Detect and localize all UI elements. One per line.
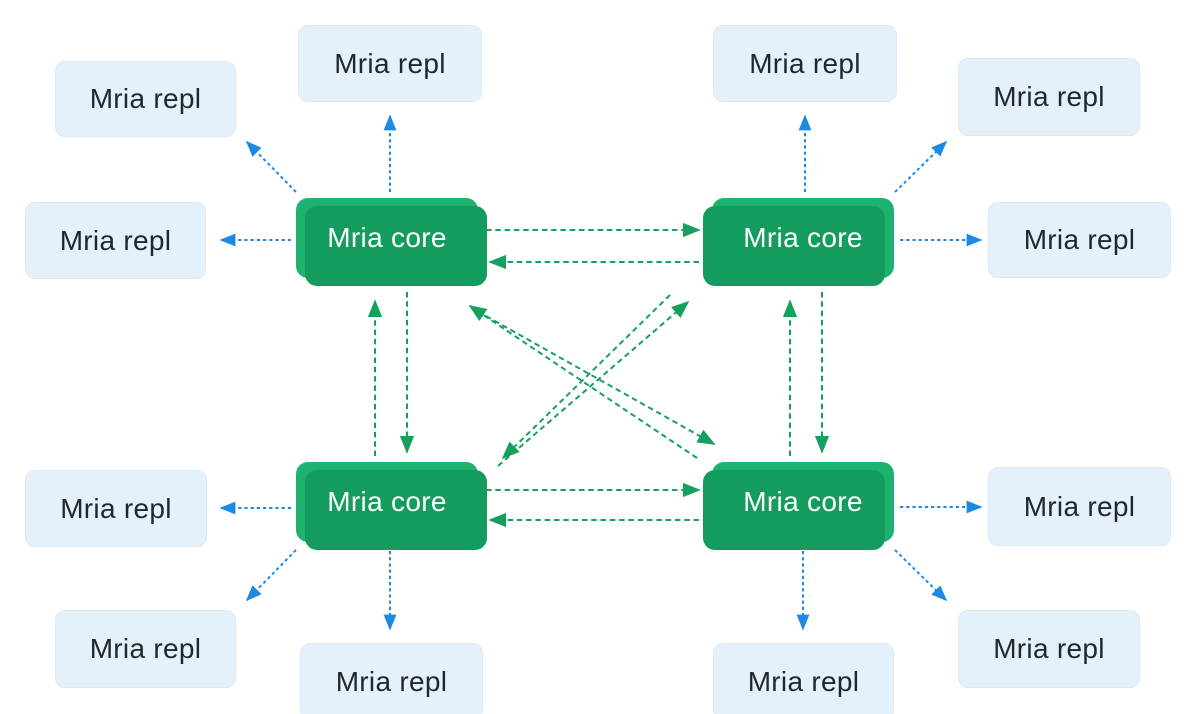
edge-core_bottom_left-to-core_top_right [497, 300, 690, 467]
edge-core_top_right-to-core_bottom_left [501, 294, 671, 460]
repl-node-label: Mria repl [59, 224, 172, 256]
core-node-top-left: Mria core [296, 198, 478, 278]
repl-node-label: Mria repl [993, 633, 1105, 664]
repl-node-label: Mria repl [334, 47, 446, 79]
core-node-label: Mria core [743, 222, 863, 253]
core-node-top-right: Mria core [712, 198, 894, 278]
core-node-label: Mria core [327, 486, 447, 517]
repl-node-label: Mria repl [749, 47, 861, 79]
edge-core_bottom_left-to-repl_bottom_left [245, 549, 297, 602]
core-node-bottom-right: Mria core [712, 462, 894, 542]
repl-node-top-mid-left: Mria repl [298, 25, 482, 102]
repl-node-top-left: Mria repl [55, 61, 236, 137]
edge-core_top_left-to-repl_top_left [245, 140, 297, 193]
repl-node-label: Mria repl [1023, 490, 1136, 522]
edge-core_top_right-to-repl_top_right [894, 140, 948, 193]
repl-node-right-lower: Mria repl [988, 467, 1171, 546]
repl-node-label: Mria repl [89, 83, 202, 114]
repl-node-top-mid-right: Mria repl [713, 25, 897, 102]
repl-node-label: Mria repl [335, 665, 448, 697]
core-node-label: Mria core [743, 486, 863, 517]
repl-node-left-lower: Mria repl [25, 470, 207, 547]
core-node-label: Mria core [327, 222, 447, 253]
repl-node-label: Mria repl [747, 665, 860, 697]
repl-node-label: Mria repl [1023, 224, 1136, 255]
repl-node-label: Mria repl [993, 81, 1105, 112]
repl-node-bottom-mid-right: Mria repl [713, 643, 894, 714]
repl-node-bottom-right: Mria repl [958, 610, 1140, 688]
edge-core_bottom_right-to-repl_bottom_right [894, 549, 948, 602]
repl-node-label: Mria repl [89, 633, 202, 664]
repl-node-right-upper: Mria repl [988, 202, 1171, 278]
repl-node-label: Mria repl [60, 492, 172, 524]
core-node-bottom-left: Mria core [296, 462, 478, 542]
repl-node-top-right: Mria repl [958, 58, 1140, 136]
repl-node-bottom-left: Mria repl [55, 610, 236, 688]
edge-core_top_left-to-core_bottom_right [485, 315, 716, 445]
edge-core_bottom_right-to-core_top_left [468, 304, 698, 459]
repl-node-left-upper: Mria repl [25, 202, 206, 279]
repl-node-bottom-mid-left: Mria repl [300, 643, 483, 714]
